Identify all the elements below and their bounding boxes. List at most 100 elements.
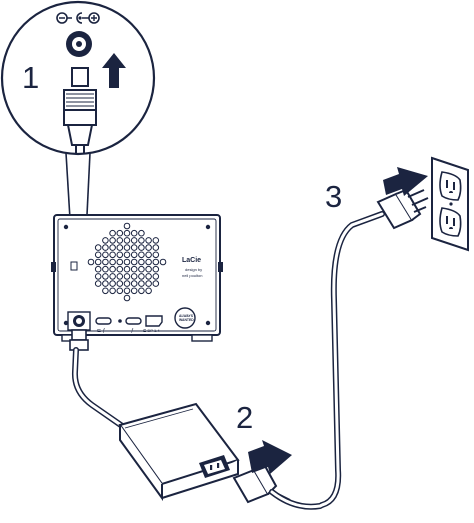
dc-port-closeup: [66, 31, 92, 57]
grille-hole: [138, 265, 145, 273]
grille-hole: [116, 229, 124, 237]
grille-hole: [116, 265, 124, 273]
grille-hole: [116, 287, 124, 295]
insert-arrow-icon: [102, 53, 126, 88]
design-credit-line2: neil poulton: [182, 273, 202, 278]
grille-hole: [138, 251, 145, 259]
grille-hole: [123, 258, 131, 266]
grille-hole: [102, 258, 109, 266]
grille-hole: [145, 237, 152, 244]
grille-hole: [123, 222, 131, 230]
grille-hole: [123, 237, 131, 244]
grille-hole: [102, 251, 109, 259]
grille-hole: [109, 258, 116, 266]
grille-hole: [123, 273, 131, 280]
grille-hole: [152, 244, 160, 251]
zoom-callout: [0, 0, 156, 319]
grille-hole: [109, 237, 116, 244]
grille-hole: [138, 229, 145, 237]
grille-hole: [130, 273, 138, 280]
power-adapter: [118, 402, 240, 502]
grille-hole: [123, 251, 131, 259]
grille-hole: [145, 244, 152, 251]
fan-grille: [87, 222, 167, 302]
always-wanted-button[interactable]: ALWAYS WANTED: [174, 307, 196, 329]
grille-hole: [123, 265, 131, 273]
grille-hole: [130, 237, 138, 244]
grille-hole: [94, 251, 102, 259]
plug-arrow-icon: [248, 440, 292, 474]
grille-hole: [102, 280, 109, 287]
step-1-number: 1: [22, 60, 39, 95]
design-credit-line1: design by: [185, 267, 202, 272]
grille-hole: [138, 273, 145, 280]
grille-hole: [116, 251, 124, 259]
grille-hole: [152, 273, 160, 280]
dc-power-port[interactable]: [67, 311, 91, 331]
grille-hole: [109, 244, 116, 251]
grille-hole: [152, 258, 160, 266]
grille-hole: [130, 258, 138, 266]
grille-hole: [116, 280, 124, 287]
grille-hole: [159, 258, 167, 266]
usb-c-port-2-label: ƒ: [131, 328, 134, 334]
grille-hole: [116, 273, 124, 280]
grille-hole: [109, 280, 116, 287]
grille-hole: [145, 265, 152, 273]
grille-hole: [138, 258, 145, 266]
grille-hole: [116, 244, 124, 251]
grille-hole: [130, 280, 138, 287]
grille-hole: [94, 258, 102, 266]
grille-hole: [130, 287, 138, 295]
grille-hole: [138, 287, 145, 295]
polarity-icon: [56, 12, 100, 24]
grille-hole: [109, 265, 116, 273]
grille-hole: [123, 280, 131, 287]
grille-hole: [152, 237, 160, 244]
grille-hole: [109, 251, 116, 259]
button-line2: WANTED: [179, 318, 194, 322]
grille-hole: [130, 229, 138, 237]
grille-hole: [87, 258, 95, 266]
grille-hole: [130, 244, 138, 251]
grille-hole: [116, 258, 124, 266]
grille-hole: [145, 273, 152, 280]
grille-hole: [145, 258, 152, 266]
grille-hole: [138, 237, 145, 244]
displayport-label: ⊏ DP 1.4: [143, 328, 160, 333]
grille-hole: [94, 273, 102, 280]
grille-hole: [130, 265, 138, 273]
grille-hole: [102, 265, 109, 273]
ac-cord: [269, 211, 385, 510]
grille-hole: [152, 265, 160, 273]
grille-hole: [102, 287, 109, 295]
usb-c-port-1[interactable]: [95, 317, 112, 325]
grille-hole: [145, 251, 152, 259]
grille-hole: [102, 244, 109, 251]
grille-hole: [130, 251, 138, 259]
dc-cable: [69, 329, 131, 433]
grille-hole: [94, 244, 102, 251]
barrel-plug-closeup: [63, 67, 97, 154]
step-2-number: 2: [236, 400, 253, 435]
grille-hole: [123, 244, 131, 251]
button-line1: ALWAYS: [179, 314, 194, 318]
grille-hole: [152, 251, 160, 259]
grille-hole: [152, 280, 160, 287]
usb-c-port-1-label: ⊏ ƒ: [97, 328, 106, 334]
outlet-arrow-icon: [383, 167, 428, 196]
grille-hole: [145, 287, 152, 295]
grille-hole: [109, 229, 116, 237]
grille-hole: [123, 294, 131, 302]
step-3-number: 3: [325, 179, 342, 214]
usb-c-port-2[interactable]: [125, 317, 142, 325]
grille-hole: [138, 244, 145, 251]
grille-hole: [145, 280, 152, 287]
grille-hole: [109, 273, 116, 280]
brand-logo: LaCie: [182, 257, 201, 264]
displayport-port[interactable]: [145, 315, 163, 327]
grille-hole: [94, 280, 102, 287]
grille-hole: [94, 265, 102, 273]
wall-outlet: [431, 156, 469, 252]
